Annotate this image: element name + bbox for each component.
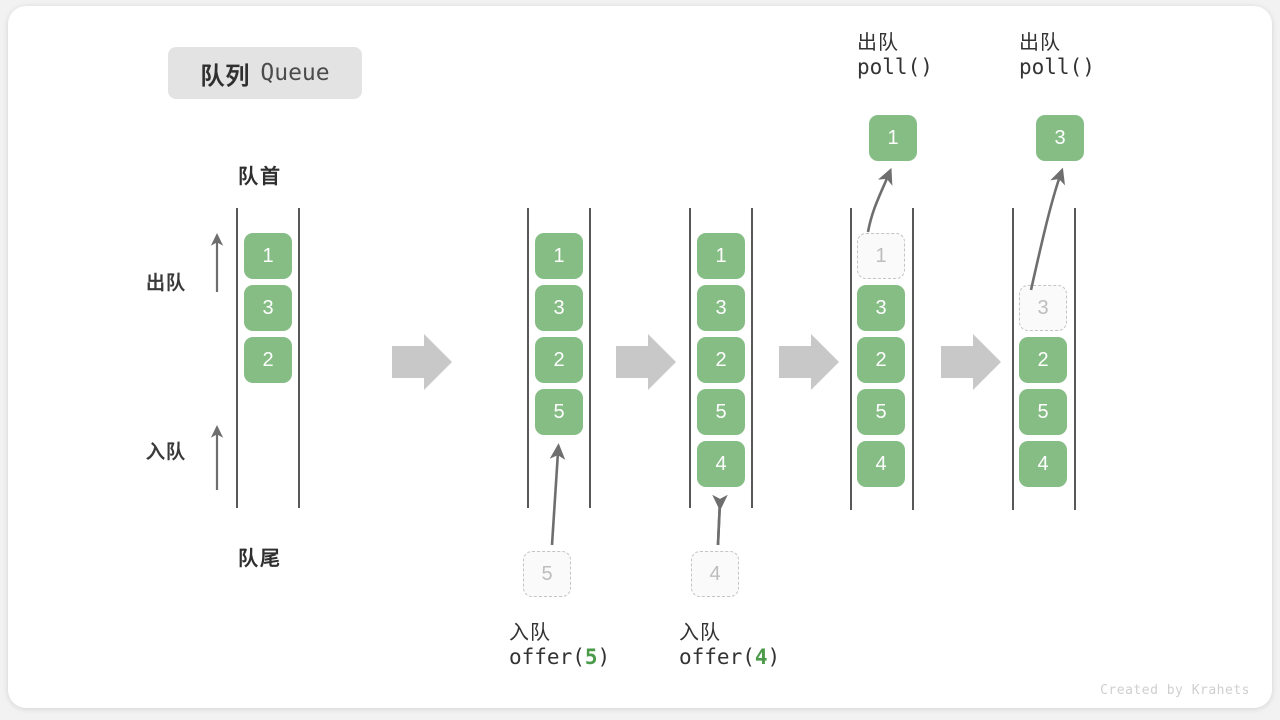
queue-cell: 5	[1019, 389, 1067, 435]
queue-cell: 2	[697, 337, 745, 383]
caption-poll-1-cn: 出队	[857, 32, 899, 54]
queue-cell-new: 4	[697, 441, 745, 487]
caption-poll-2-code: poll()	[1019, 55, 1095, 80]
title-english: Queue	[260, 60, 330, 86]
caption-offer-5-code: offer(5)	[509, 645, 611, 670]
watermark: Created by Krahets	[1100, 683, 1250, 698]
caption-poll-2: 出队 poll()	[1019, 31, 1095, 81]
queue-tail-label: 队尾	[238, 548, 282, 570]
queue-cell: 5	[697, 389, 745, 435]
caption-poll-1-code: poll()	[857, 55, 933, 80]
rail-left-col4	[850, 208, 852, 510]
title-chinese: 队列	[200, 62, 251, 90]
rail-left-col1	[236, 208, 238, 508]
caption-offer-4-cn: 入队	[679, 622, 721, 644]
removed-ghost-box: 3	[1019, 285, 1067, 331]
rail-left-col5	[1012, 208, 1014, 510]
queue-head-label: 队首	[238, 166, 282, 188]
enqueue-side-label: 入队	[146, 442, 187, 463]
queue-cell: 3	[857, 285, 905, 331]
queue-cell: 3	[244, 285, 292, 331]
rail-right-col2	[589, 208, 591, 508]
queue-cell: 5	[857, 389, 905, 435]
incoming-ghost-box: 4	[691, 551, 739, 597]
queue-cell: 1	[244, 233, 292, 279]
popped-value-box: 1	[869, 115, 917, 161]
queue-cell: 1	[697, 233, 745, 279]
queue-cell: 3	[535, 285, 583, 331]
rail-right-col4	[912, 208, 914, 510]
rail-right-col1	[298, 208, 300, 508]
queue-cell: 2	[244, 337, 292, 383]
queue-cell: 2	[535, 337, 583, 383]
queue-cell: 3	[697, 285, 745, 331]
rail-right-col5	[1074, 208, 1076, 510]
queue-cell: 4	[1019, 441, 1067, 487]
rail-left-col2	[527, 208, 529, 508]
removed-ghost-box: 1	[857, 233, 905, 279]
queue-cell-new: 5	[535, 389, 583, 435]
queue-cell: 2	[857, 337, 905, 383]
caption-offer-5: 入队 offer(5)	[509, 621, 610, 671]
incoming-ghost-box: 5	[523, 551, 571, 597]
caption-offer-4-code: offer(4)	[679, 645, 781, 670]
diagram-card	[8, 6, 1272, 708]
title-badge: 队列 Queue	[168, 47, 362, 99]
caption-poll-1: 出队 poll()	[857, 31, 933, 81]
queue-cell: 1	[535, 233, 583, 279]
queue-cell: 4	[857, 441, 905, 487]
rail-right-col3	[751, 208, 753, 508]
caption-offer-4: 入队 offer(4)	[679, 621, 780, 671]
dequeue-side-label: 出队	[146, 273, 187, 294]
popped-value-box: 3	[1036, 115, 1084, 161]
queue-cell: 2	[1019, 337, 1067, 383]
rail-left-col3	[689, 208, 691, 508]
caption-poll-2-cn: 出队	[1019, 32, 1061, 54]
caption-offer-5-cn: 入队	[509, 622, 551, 644]
